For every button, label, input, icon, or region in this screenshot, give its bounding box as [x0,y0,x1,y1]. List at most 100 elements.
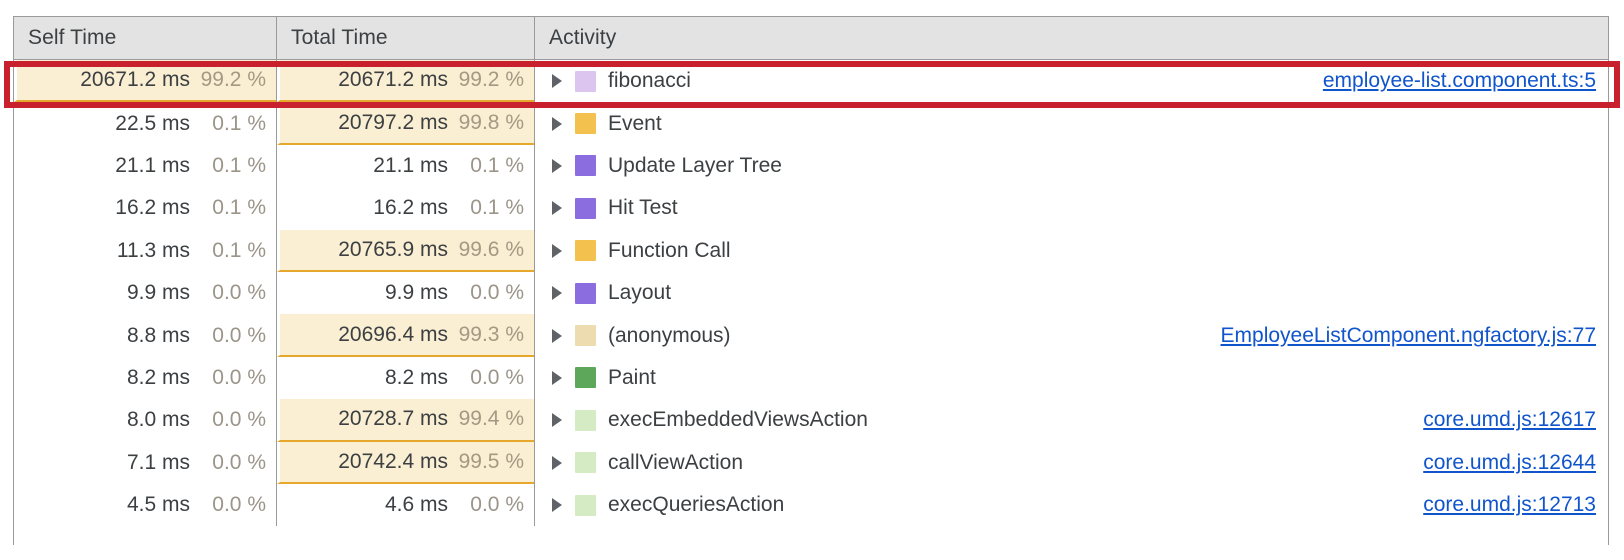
total-time-ms: 16.2 ms [373,196,448,220]
source-location-link[interactable]: core.umd.js:12644 [1423,450,1596,474]
activity-color-swatch [575,240,596,262]
self-time-percent: 0.0 % [212,365,266,389]
self-time-bar: 8.2 ms 0.0 % [14,357,276,399]
expand-triangle-icon[interactable] [547,114,567,134]
self-time-percent: 0.0 % [212,281,266,305]
activity-label: fibonacci [608,69,691,93]
self-time-ms: 21.1 ms [115,153,190,177]
source-location-link[interactable]: core.umd.js:12617 [1423,408,1596,432]
expand-triangle-icon[interactable] [547,453,567,473]
total-time-ms: 20728.7 ms [338,407,448,431]
expand-triangle-icon[interactable] [547,156,567,176]
activity-color-swatch [575,494,596,516]
total-time-percent: 99.2 % [458,68,524,92]
expand-triangle-icon[interactable] [547,410,567,430]
cell-self-time: 9.9 ms 0.0 % [14,271,277,315]
cell-activity: Layout [535,272,1608,314]
self-time-ms: 9.9 ms [126,281,190,305]
activity-label: (anonymous) [608,323,731,347]
activity-label: execQueriesAction [608,493,785,517]
total-time-bar: 20671.2 ms 99.2 % [277,60,534,103]
activity-label: Event [608,111,662,135]
total-time-ms: 20765.9 ms [338,237,448,261]
activity-color-swatch [575,113,596,135]
activity-color-swatch [575,197,596,219]
source-location-link[interactable]: core.umd.js:12713 [1423,493,1596,517]
self-time-percent: 0.1 % [212,153,266,177]
activity-color-swatch [575,155,596,177]
total-time-ms: 8.2 ms [384,365,448,389]
source-location-link[interactable]: EmployeeListComponent.ngfactory.js:77 [1220,323,1596,347]
self-time-ms: 8.0 ms [126,408,190,432]
self-time-ms: 22.5 ms [115,111,190,135]
cell-self-time: 21.1 ms 0.1 % [14,144,277,188]
activity-color-swatch [575,325,596,347]
total-time-percent: 99.8 % [458,110,524,134]
self-time-percent: 0.0 % [212,493,266,517]
expand-triangle-icon[interactable] [547,368,567,388]
column-header-self-time[interactable]: Self Time [14,17,277,59]
self-time-ms: 8.2 ms [126,365,190,389]
activity-label: Paint [608,365,656,389]
activity-color-swatch [575,70,596,92]
cell-activity: Paint [535,357,1608,399]
cell-activity: Event [535,102,1608,144]
column-header-total-time[interactable]: Total Time [277,17,535,59]
source-location-link[interactable]: employee-list.component.ts:5 [1322,69,1596,93]
self-time-percent: 0.0 % [212,450,266,474]
self-time-percent: 0.0 % [212,323,266,347]
expand-triangle-icon[interactable] [547,495,567,515]
self-time-bar: 21.1 ms 0.1 % [14,145,276,187]
activity-label: Function Call [608,238,731,262]
expand-triangle-icon[interactable] [547,198,567,218]
expand-triangle-icon[interactable] [547,241,567,261]
expand-triangle-icon[interactable] [547,71,567,91]
total-time-bar: 20728.7 ms 99.4 % [277,399,534,442]
activity-color-swatch [575,282,596,304]
total-time-ms: 9.9 ms [384,281,448,305]
activity-label: Update Layer Tree [608,153,782,177]
cell-activity: execEmbeddedViewsAction core.umd.js:12617 [535,399,1608,441]
expand-triangle-icon[interactable] [547,283,567,303]
activity-label: execEmbeddedViewsAction [608,408,868,432]
column-header-activity[interactable]: Activity [549,26,617,49]
self-time-ms: 8.8 ms [126,323,190,347]
total-time-percent: 0.1 % [470,153,524,177]
cell-activity: Update Layer Tree [535,145,1608,187]
total-time-ms: 20671.2 ms [338,68,448,92]
self-time-percent: 99.2 % [200,68,266,92]
activity-label: Hit Test [608,196,678,220]
cell-activity: Hit Test [535,187,1608,229]
total-time-percent: 99.4 % [458,407,524,431]
total-time-ms: 4.6 ms [384,493,448,517]
self-time-ms: 11.3 ms [116,238,190,262]
expand-triangle-icon[interactable] [547,326,567,346]
